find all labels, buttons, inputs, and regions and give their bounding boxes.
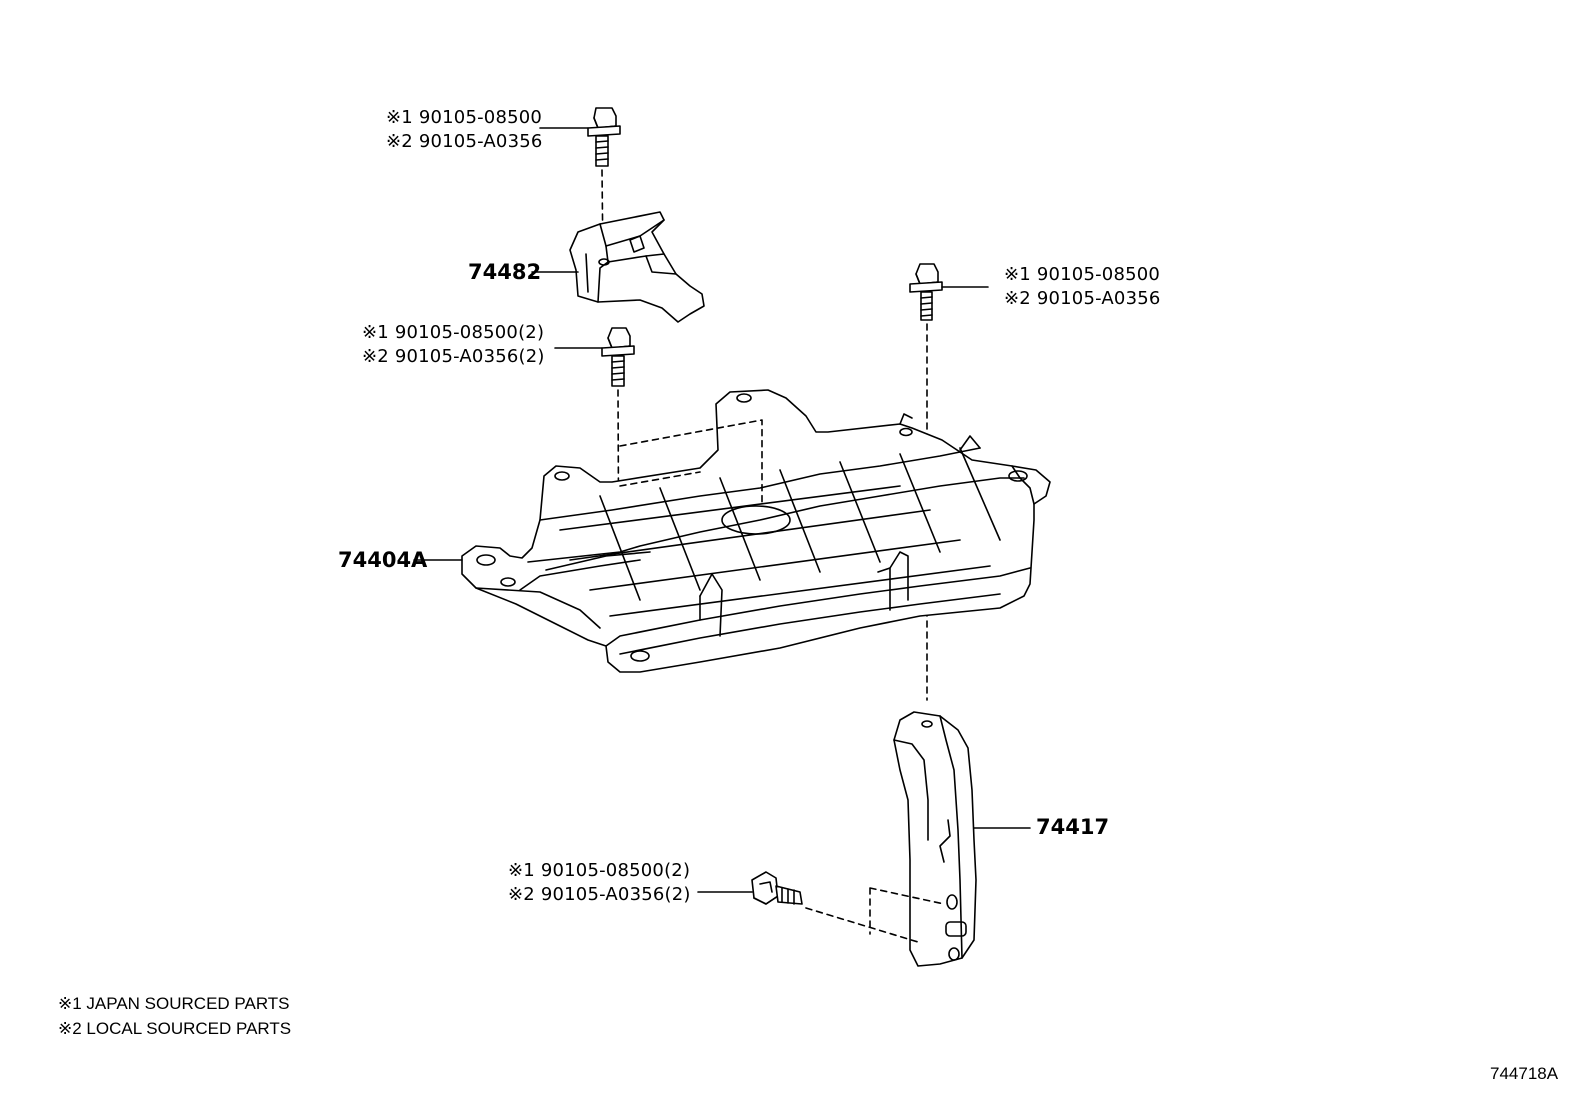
bolt-left-label-2: ※2 90105-A0356(2) — [362, 346, 545, 367]
dash-line — [805, 907, 919, 943]
bolt-right-icon — [909, 263, 943, 321]
bolt-bottom-icon — [751, 871, 803, 905]
battery-tray-74404a-icon — [461, 389, 1051, 673]
part-label-bracket: 74482 — [468, 260, 542, 284]
part-label-tray: 74404A — [338, 548, 428, 572]
legend-note-2: ※2 LOCAL SOURCED PARTS — [58, 1019, 292, 1038]
bolt-left-icon — [601, 327, 635, 387]
legend-note-1: ※1 JAPAN SOURCED PARTS — [58, 994, 290, 1013]
bolt-top-icon — [587, 107, 621, 167]
bolt-top-label-1: ※1 90105-08500 — [386, 107, 543, 128]
brace-74417-icon — [893, 711, 977, 967]
bracket-74482-icon — [569, 211, 705, 323]
diagram-code: 744718A — [1490, 1064, 1559, 1083]
dash-line — [869, 887, 945, 935]
part-label-brace: 74417 — [1036, 815, 1110, 839]
bolt-right-label-1: ※1 90105-08500 — [1004, 264, 1161, 285]
bolt-left-label-1: ※1 90105-08500(2) — [362, 322, 545, 343]
bolt-bottom-label-2: ※2 90105-A0356(2) — [508, 884, 691, 905]
bolt-bottom-label-1: ※1 90105-08500(2) — [508, 860, 691, 881]
bolt-top-label-2: ※2 90105-A0356 — [386, 131, 543, 152]
bolt-right-label-2: ※2 90105-A0356 — [1004, 288, 1161, 309]
